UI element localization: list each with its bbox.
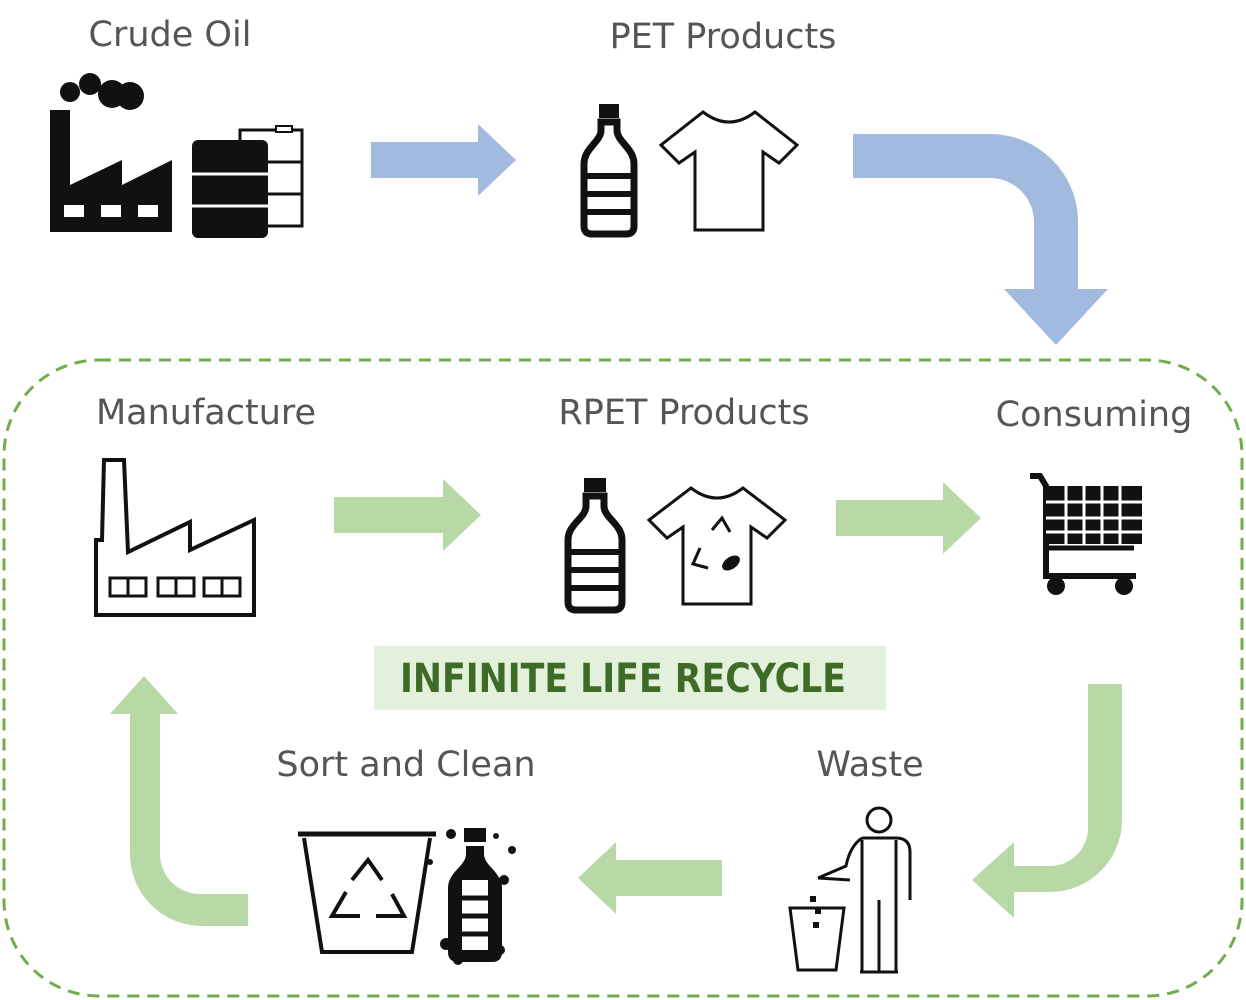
recycle-loop-border <box>2 358 1244 998</box>
arrow-manufacture-to-rpet <box>334 479 481 551</box>
recycle-bin-icon <box>298 831 436 954</box>
shopping-cart-icon <box>1030 473 1142 595</box>
person-trash-icon <box>788 806 912 974</box>
label-waste: Waste <box>816 745 923 785</box>
center-label-text: INFINITE LIFE RECYCLE <box>400 656 846 702</box>
recycled-tshirt-icon <box>646 486 788 606</box>
arrow-rpet-to-consuming <box>836 482 981 554</box>
arrow-crude-to-pet <box>371 124 516 196</box>
dirty-bottle-icon <box>427 828 516 965</box>
arrow-sort-to-manufacture <box>110 676 248 926</box>
arrow-pet-to-consuming <box>853 134 1108 345</box>
recycled-bottle-icon <box>564 478 626 614</box>
label-rpet-products: RPET Products <box>558 393 809 433</box>
oil-barrels-icon <box>192 125 304 238</box>
label-pet-products: PET Products <box>610 17 837 57</box>
label-sort-and-clean: Sort and Clean <box>276 745 535 785</box>
factory-smoke-icon <box>50 73 172 232</box>
label-crude-oil: Crude Oil <box>89 15 252 55</box>
bottle-icon <box>580 104 638 238</box>
tshirt-icon <box>658 110 800 232</box>
arrow-consuming-to-waste <box>972 684 1122 918</box>
factory-outline-icon <box>94 458 256 617</box>
label-manufacture: Manufacture <box>96 393 316 433</box>
center-label-background <box>374 646 886 710</box>
arrow-waste-to-sort <box>578 842 722 914</box>
label-consuming: Consuming <box>996 395 1193 435</box>
